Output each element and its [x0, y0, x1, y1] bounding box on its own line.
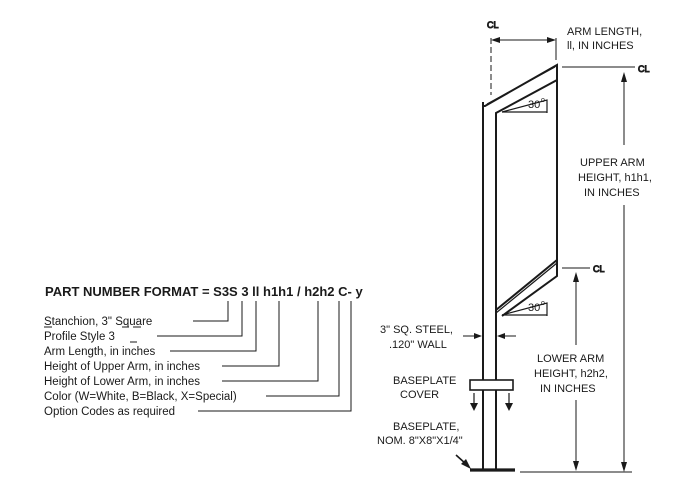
upper-arm-height-dimension	[520, 72, 632, 473]
legend-item-color: Color (W=White, B=Black, X=Special)	[44, 391, 237, 403]
svg-text:30: 30	[528, 302, 540, 314]
svg-text:IN INCHES: IN INCHES	[584, 187, 640, 199]
steel-label: 3" SQ. STEEL, .120" WALL	[380, 324, 453, 351]
svg-text:30: 30	[528, 99, 540, 111]
lower-arm-label: LOWER ARM HEIGHT, h2h2, IN INCHES	[534, 353, 608, 395]
svg-text:UPPER ARM: UPPER ARM	[580, 157, 645, 169]
svg-text:COVER: COVER	[400, 389, 439, 401]
centerline-symbol-lower: CL	[593, 264, 605, 274]
baseplate-cover-label: BASEPLATE COVER	[393, 375, 456, 401]
centerline-markers: CL CL CL	[487, 20, 651, 275]
cover-drop-arrows	[470, 393, 513, 411]
legend-list: Stanchion, 3" Square Profile Style 3 Arm…	[44, 316, 237, 418]
svg-text:.120" WALL: .120" WALL	[389, 339, 447, 351]
legend-item-stanchion: Stanchion, 3" Square	[44, 316, 152, 328]
svg-text:ll, IN INCHES: ll, IN INCHES	[567, 40, 634, 52]
svg-text:3" SQ. STEEL,: 3" SQ. STEEL,	[380, 324, 453, 336]
lower-angle-label: 30 o	[528, 300, 545, 314]
legend-underlines	[44, 326, 141, 343]
part-number-format: PART NUMBER FORMAT = S3S 3 ll h1h1 / h2h…	[45, 284, 363, 299]
upper-arm-label: UPPER ARM HEIGHT, h1h1, IN INCHES	[578, 157, 652, 199]
svg-text:IN INCHES: IN INCHES	[540, 383, 596, 395]
arm-length-label: ARM LENGTH, ll, IN INCHES	[567, 26, 642, 52]
legend-leader-lines	[157, 301, 352, 412]
lower-arm-height-dimension	[573, 272, 579, 471]
baseplate-pointer	[455, 454, 471, 469]
svg-text:HEIGHT, h2h2,: HEIGHT, h2h2,	[534, 368, 608, 380]
svg-text:HEIGHT, h1h1,: HEIGHT, h1h1,	[578, 172, 652, 184]
legend-item-arm-length: Arm Length, in inches	[44, 346, 155, 358]
arm-length-dimension	[490, 37, 557, 95]
legend-item-options: Option Codes as required	[44, 406, 175, 418]
baseplate-label: BASEPLATE, NOM. 8"X8"X1/4"	[377, 421, 463, 447]
part-number-section: PART NUMBER FORMAT = S3S 3 ll h1h1 / h2h…	[44, 284, 363, 418]
steel-wall-arrows	[463, 333, 516, 339]
svg-text:BASEPLATE: BASEPLATE	[393, 375, 456, 387]
centerline-symbol-top: CL	[487, 20, 499, 30]
svg-text:o: o	[541, 300, 545, 307]
svg-text:o: o	[541, 97, 545, 104]
legend-item-profile: Profile Style 3	[44, 331, 115, 343]
centerline-symbol-upper: CL	[638, 64, 650, 74]
stanchion-post	[469, 63, 558, 472]
legend-item-upper-height: Height of Upper Arm, in inches	[44, 361, 200, 373]
svg-text:BASEPLATE,: BASEPLATE,	[393, 421, 459, 433]
svg-text:NOM. 8"X8"X1/4": NOM. 8"X8"X1/4"	[377, 435, 463, 447]
legend-item-lower-height: Height of Lower Arm, in inches	[44, 376, 200, 388]
upper-angle-label: 30 o	[528, 97, 545, 111]
svg-text:ARM LENGTH,: ARM LENGTH,	[567, 26, 642, 38]
svg-text:LOWER ARM: LOWER ARM	[537, 353, 604, 365]
